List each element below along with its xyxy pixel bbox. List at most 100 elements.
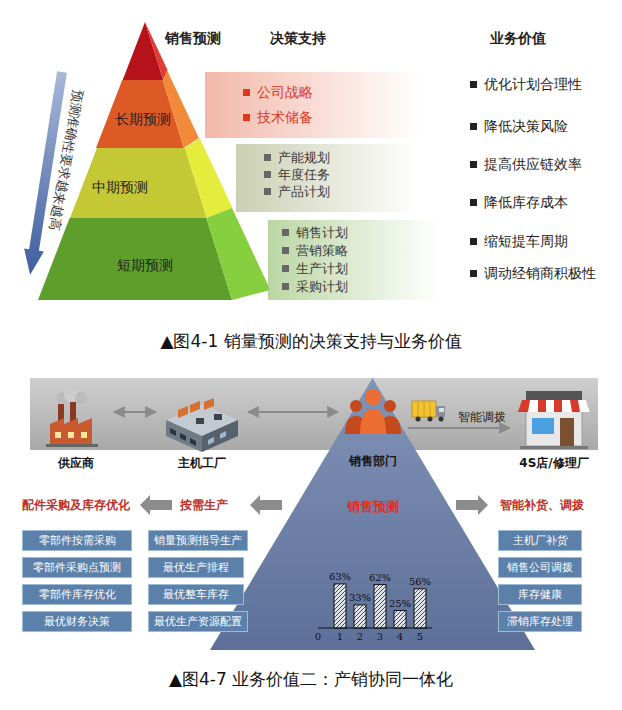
- svg-shape: [340, 384, 406, 440]
- node-text: 技术储备: [243, 105, 420, 130]
- chart-number: 63%: [329, 571, 351, 582]
- node-text: 采购计划: [282, 278, 438, 296]
- svg-shape: [526, 391, 582, 400]
- text-label: 决策支持: [270, 30, 326, 48]
- figure-caption: ▲图4-7 业务价值二：产销协同一体化: [169, 668, 453, 691]
- node-text: 销售预测: [347, 498, 399, 516]
- text-label: 业务价值: [490, 30, 546, 48]
- svg-shape: [202, 420, 238, 452]
- svg-shape: [68, 432, 74, 438]
- flow-arrow-big: [140, 495, 172, 515]
- figure-caption: ▲图4-1 销量预测的决策支持与业务价值: [160, 330, 461, 353]
- text-label: 降低库存成本: [470, 194, 568, 212]
- chart-bar: [374, 585, 386, 628]
- value-box: 销量预测指导生产: [148, 530, 248, 551]
- node-text: 年度任务: [264, 166, 420, 183]
- svg-shape: [40, 388, 112, 454]
- truck-icon: [412, 401, 445, 422]
- svg-shape: [81, 432, 87, 438]
- svg-shape: [208, 437, 214, 445]
- svg-shape: [220, 431, 226, 439]
- svg-shape: [560, 418, 574, 446]
- text-label: 降低决策风险: [470, 118, 568, 136]
- node-text: 最优财务决策: [44, 614, 110, 629]
- text-label: 按需生产: [180, 497, 228, 514]
- text-label: 智能补货、调拨: [500, 497, 584, 514]
- svg-shape: [532, 418, 554, 434]
- svg-shape: [428, 417, 433, 422]
- svg-shape: [170, 428, 176, 436]
- node-text: 销售部门: [349, 453, 397, 470]
- svg-shape: [180, 433, 186, 441]
- node-text: 短期预测: [117, 257, 173, 275]
- chart-number: 56%: [409, 576, 431, 587]
- edge-label: 智能调拨: [458, 409, 506, 426]
- svg-shape: [416, 417, 421, 422]
- value-box: 零部件库存优化: [22, 584, 132, 605]
- text-label: 优化计划合理性: [470, 76, 582, 94]
- node-text: 产品计划: [264, 183, 420, 200]
- svg-shape: [562, 400, 572, 412]
- chart-number: 5: [417, 631, 423, 642]
- chart-number: 3: [377, 631, 383, 642]
- triangle-shape: [210, 378, 535, 650]
- actor-icon: 销售部门: [340, 384, 406, 472]
- value-box: 销售公司调拨: [498, 557, 582, 578]
- svg-shape: [418, 402, 430, 416]
- decision-band: 公司战略技术储备: [205, 72, 420, 138]
- svg-shape: [412, 401, 436, 417]
- svg-shape: [526, 410, 582, 446]
- layer-side: [206, 208, 270, 300]
- chart-number: 4: [397, 631, 403, 642]
- node-text: 销量预测指导生产: [154, 533, 242, 548]
- node-text: 产能规划: [264, 149, 420, 166]
- decision-band: 产能规划年度任务产品计划: [236, 144, 420, 212]
- text-label: 缩短提车周期: [470, 233, 568, 251]
- pyramid-tip-side: [145, 22, 168, 80]
- text-label: 配件采购及库存优化: [22, 497, 130, 514]
- chart-bar: [394, 611, 406, 629]
- svg-shape: [439, 408, 444, 412]
- svg-shape: [518, 400, 590, 412]
- svg-shape: [96, 70, 201, 148]
- node-text: 中期预测: [92, 179, 148, 197]
- svg-shape: [204, 398, 214, 410]
- actor-icon: 供应商: [40, 388, 112, 474]
- svg-shape: [196, 418, 204, 424]
- svg-shape: [75, 392, 87, 404]
- svg-shape: [512, 388, 596, 454]
- svg-shape: [520, 446, 588, 449]
- value-box: 库存健康: [498, 584, 582, 605]
- value-box: 零部件按需采购: [22, 530, 132, 551]
- node-text: 滞销库存处理: [507, 614, 573, 629]
- node-text: 零部件库存优化: [39, 587, 116, 602]
- layer-front: [38, 218, 232, 300]
- node-text: 营销策略: [282, 242, 438, 260]
- chart-number: 25%: [389, 598, 411, 609]
- svg-shape: [546, 400, 554, 412]
- flow-arrow: [248, 411, 338, 413]
- svg-shape: [190, 401, 200, 413]
- chart-bar: [414, 589, 426, 628]
- chart-number: 1: [337, 631, 343, 642]
- svg-shape: [178, 406, 188, 418]
- value-box: 滞销库存处理: [498, 611, 582, 632]
- svg-shape: [578, 400, 590, 412]
- node-text: 最优生产排程: [163, 560, 229, 575]
- node-text: 最优整车库存: [163, 587, 229, 602]
- chart-number: 33%: [349, 592, 371, 603]
- node-text: 销售计划: [282, 224, 438, 242]
- svg-shape: [158, 388, 246, 454]
- svg-shape: [214, 414, 222, 420]
- layer-front: [70, 148, 207, 218]
- flow-arrow: [114, 411, 156, 413]
- value-box: 零部件采购点预测: [22, 557, 132, 578]
- svg-shape: [350, 400, 362, 412]
- node-text: 销售公司调拨: [507, 560, 573, 575]
- node-text: 库存健康: [518, 587, 562, 602]
- node-text: 最优生产资源配置: [154, 614, 242, 629]
- svg-shape: [365, 389, 381, 405]
- value-box: 最优整车库存: [148, 584, 244, 605]
- chart-bar: [354, 605, 366, 628]
